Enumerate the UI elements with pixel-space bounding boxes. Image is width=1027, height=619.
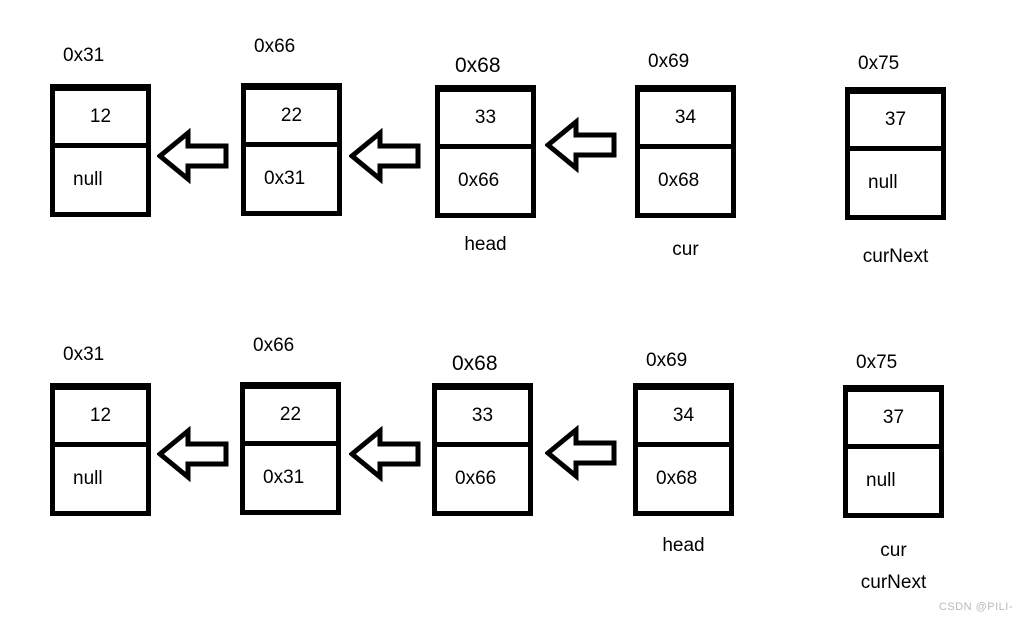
node-box: 12 null	[50, 84, 151, 217]
node-box: 34 0x68	[635, 85, 736, 218]
node-0x66-row2: 0x66 22 0x31	[240, 335, 341, 515]
node-0x69-row1: 0x69 34 0x68 cur	[635, 51, 736, 260]
node-next-pointer: null	[868, 172, 898, 193]
node-address: 0x31	[63, 344, 105, 365]
left-block-arrow-icon	[157, 425, 229, 483]
node-address: 0x68	[452, 352, 498, 375]
node-box: 33 0x66	[432, 383, 533, 516]
node-address: 0x66	[253, 335, 295, 356]
node-value: 34	[640, 92, 731, 149]
pointer-label-cur: cur	[672, 239, 699, 260]
node-value: 33	[440, 92, 531, 149]
node-next-pointer: 0x68	[656, 468, 698, 489]
node-address: 0x69	[648, 51, 690, 72]
node-next-pointer: 0x68	[658, 170, 700, 191]
node-box: 33 0x66	[435, 85, 536, 218]
node-next-pointer: 0x31	[264, 168, 306, 189]
left-block-arrow-icon	[349, 425, 421, 483]
node-next-pointer: null	[73, 169, 103, 190]
pointer-label-cur: cur	[880, 540, 907, 561]
node-0x66-row1: 0x66 22 0x31	[241, 36, 342, 216]
node-box: 22 0x31	[240, 382, 341, 515]
node-next-pointer: null	[73, 468, 103, 489]
node-0x31-row1: 0x31 12 null	[50, 45, 151, 217]
node-address: 0x75	[858, 53, 900, 74]
node-0x68-row2: 0x68 33 0x66	[432, 352, 533, 516]
node-value: 22	[245, 389, 336, 446]
node-address: 0x75	[856, 352, 898, 373]
node-box: 22 0x31	[241, 83, 342, 216]
node-0x68-row1: 0x68 33 0x66 head	[435, 54, 536, 255]
left-block-arrow-icon	[545, 116, 617, 174]
node-value: 12	[55, 91, 146, 148]
node-0x75-row1: 0x75 37 null curNext	[845, 53, 946, 267]
node-address: 0x69	[646, 350, 688, 371]
left-block-arrow-icon	[157, 127, 229, 185]
csdn-watermark: CSDN @PILI-	[938, 601, 1013, 613]
node-box: 37 null	[843, 385, 944, 518]
pointer-label-curnext: curNext	[860, 572, 927, 593]
node-0x75-row2: 0x75 37 null cur curNext	[843, 352, 944, 593]
node-next-pointer: 0x66	[458, 170, 500, 191]
pointer-label-head: head	[662, 535, 705, 556]
node-value: 37	[848, 392, 939, 449]
node-address: 0x31	[63, 45, 105, 66]
node-address: 0x68	[455, 54, 501, 77]
node-value: 12	[55, 390, 146, 447]
node-next-pointer: 0x66	[455, 468, 497, 489]
node-next-pointer: null	[866, 470, 896, 491]
node-box: 37 null	[845, 87, 946, 220]
left-block-arrow-icon	[349, 127, 421, 185]
node-box: 34 0x68	[633, 383, 734, 516]
pointer-label-head: head	[464, 234, 507, 255]
node-address: 0x66	[254, 36, 296, 57]
node-0x31-row2: 0x31 12 null	[50, 344, 151, 516]
node-value: 22	[246, 90, 337, 147]
node-0x69-row2: 0x69 34 0x68 head	[633, 350, 734, 556]
node-value: 34	[638, 390, 729, 447]
pointer-label-curnext: curNext	[862, 246, 929, 267]
node-next-pointer: 0x31	[263, 467, 305, 488]
left-block-arrow-icon	[545, 424, 617, 482]
node-value: 33	[437, 390, 528, 447]
node-box: 12 null	[50, 383, 151, 516]
node-value: 37	[850, 94, 941, 151]
